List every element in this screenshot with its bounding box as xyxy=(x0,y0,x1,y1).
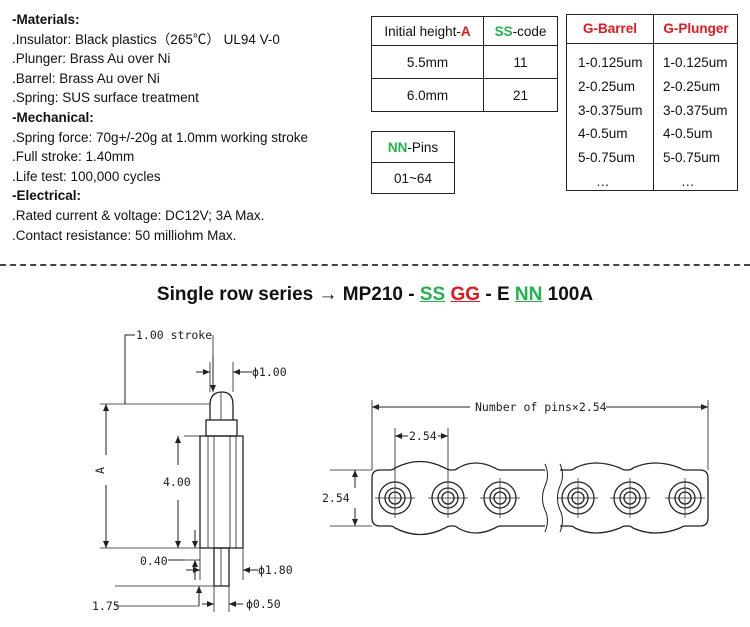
strip-width-label: 2.54 xyxy=(322,491,350,505)
pin-tail xyxy=(213,547,230,587)
series-model: MP210 - xyxy=(342,284,415,305)
pin-side-view xyxy=(100,334,258,612)
height-cell: 5.5mm xyxy=(371,45,484,79)
pins-header: NN-Pins xyxy=(371,131,455,163)
code-cell: 21 xyxy=(483,78,558,112)
list-item: 1-0.125um xyxy=(663,55,728,70)
list-item: 2-0.25um xyxy=(578,78,636,94)
section-divider xyxy=(0,264,750,266)
list-item: … xyxy=(681,173,695,189)
rated-spec: .Rated current & voltage: DC12V; 3A Max. xyxy=(12,207,265,223)
height-cell: 6.0mm xyxy=(371,78,484,112)
pin-holes xyxy=(378,481,702,515)
barrel-collar xyxy=(205,419,238,437)
list-item: 1-0.125um xyxy=(578,55,643,70)
height-code-table: Initial height-A SS-code 5.5mm 11 6.0mm … xyxy=(371,16,558,112)
list-item: 2-0.25um xyxy=(663,78,721,94)
series-part-number: Single row series → MP210 - SS GG - E NN… xyxy=(0,284,750,306)
arrow-icon: → xyxy=(318,284,338,305)
contact-resistance-spec: .Contact resistance: 50 milliohm Max. xyxy=(12,227,237,243)
list-item: 5-0.75um xyxy=(578,150,636,166)
list-item: 3-0.375um xyxy=(663,102,728,118)
pitch-label: 2.54 xyxy=(409,429,437,443)
list-item: 4-0.5um xyxy=(663,126,713,142)
series-ss-code: SS xyxy=(419,284,446,305)
pins-range: 01~64 xyxy=(371,162,455,194)
series-prefix: Single row series xyxy=(156,284,314,305)
body-length-label: 4.00 xyxy=(163,475,191,489)
plunger-tip xyxy=(209,391,234,420)
list-item: 3-0.375um xyxy=(578,102,643,118)
barrel-thickness-list: 1-0.125um 2-0.25um 3-0.375um 4-0.5um 5-0… xyxy=(578,51,643,194)
total-length-label: Number of pins×2.54 xyxy=(475,400,607,414)
plunger-spec: .Plunger: Brass Au over Ni xyxy=(12,51,171,67)
pins-table: NN-Pins 01~64 xyxy=(371,131,455,194)
series-mid: - E xyxy=(485,284,510,305)
initial-height-header: Initial height-A xyxy=(371,16,484,46)
tail-diameter-label: ϕ1.80 xyxy=(258,563,293,577)
electrical-heading: -Electrical: xyxy=(12,188,82,204)
pin-diameter-label: ϕ0.50 xyxy=(246,597,281,611)
series-nn-code: NN xyxy=(514,284,543,305)
ss-code-header: SS-code xyxy=(483,16,558,46)
break-line xyxy=(557,463,563,533)
height-a-label: A xyxy=(93,467,107,474)
pin-body xyxy=(199,435,244,549)
nn-letters: NN xyxy=(387,139,408,155)
gap-label: 0.40 xyxy=(140,554,168,568)
g-barrel-header: G-Barrel xyxy=(582,21,638,36)
series-gg-code: GG xyxy=(450,284,481,305)
strip-right-outline xyxy=(560,462,709,534)
list-item: … xyxy=(596,173,610,189)
plunger-thickness-list: 1-0.125um 2-0.25um 3-0.375um 4-0.5um 5-0… xyxy=(663,51,728,194)
spring-spec: .Spring: SUS surface treatment xyxy=(12,90,199,106)
mechanical-heading: -Mechanical: xyxy=(12,109,94,125)
materials-heading: -Materials: xyxy=(12,12,80,27)
full-stroke-spec: .Full stroke: 1.40mm xyxy=(12,149,135,165)
barrel-spec: .Barrel: Brass Au over Ni xyxy=(12,70,160,86)
g-plunger-header: G-Plunger xyxy=(663,21,729,36)
tip-diameter-label: ϕ1.00 xyxy=(252,365,287,379)
plating-table: G-Barrel G-Plunger 1-0.125um 2-0.25um 3-… xyxy=(566,14,738,191)
series-suffix: 100A xyxy=(547,284,594,305)
insulator-spec: .Insulator: Black plastics（265℃） UL94 V-… xyxy=(12,31,280,47)
spring-force-spec: .Spring force: 70g+/-20g at 1.0mm workin… xyxy=(12,129,309,145)
life-test-spec: .Life test: 100,000 cycles xyxy=(12,168,161,184)
list-item: 5-0.75um xyxy=(663,150,721,166)
strip-top-view xyxy=(330,400,709,536)
ss-letters: SS xyxy=(494,23,513,39)
list-item: 4-0.5um xyxy=(578,126,628,142)
specifications: -Materials: .Insulator: Black plastics（2… xyxy=(12,10,308,245)
centerlines xyxy=(375,478,705,518)
stroke-label: 1.00 stroke xyxy=(136,328,212,342)
break-line xyxy=(542,463,548,533)
tail-length-label: 1.75 xyxy=(92,599,120,613)
height-code-letter: A xyxy=(460,23,471,39)
